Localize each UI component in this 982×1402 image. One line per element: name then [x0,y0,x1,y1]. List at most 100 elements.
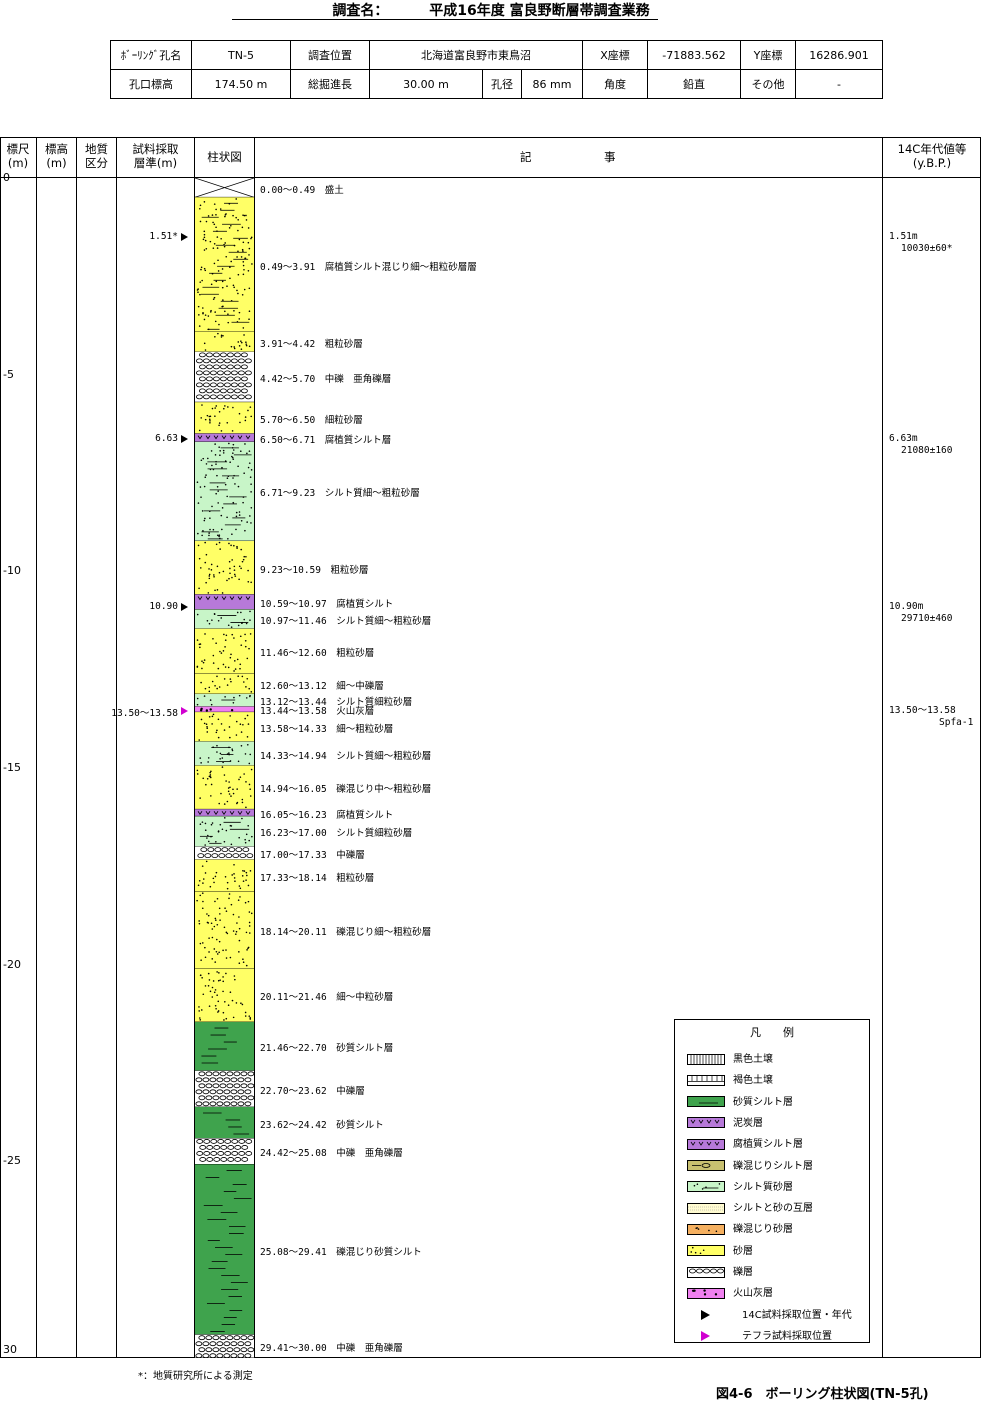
column-layer [195,694,254,707]
layer-description: 12.60～13.12 細～中礫層 [260,680,384,692]
legend-swatch-icon [687,1202,725,1214]
column-layer [195,1070,254,1108]
info-cell: 北海道富良野市東鳥沼 [369,40,583,70]
column-layer [195,816,254,848]
column-layer [195,712,254,742]
legend-label: 火山灰層 [733,1288,773,1300]
layer-description: 18.14～20.11 礫混じり細～粗粒砂層 [260,927,432,939]
info-cell: - [795,69,883,99]
column-divider [116,137,117,1358]
column-layer [195,441,254,542]
info-cell: 86 mm [521,69,583,99]
info-cell: X座標 [582,40,648,70]
title-underline [232,19,658,20]
column-layer [195,846,254,860]
legend-swatch-icon [687,1138,725,1150]
info-cell: その他 [740,69,796,99]
sample-depth-label: 13.50～13.58 [111,707,178,719]
depth-tick-label: -20 [3,957,21,971]
layer-description: 11.46～12.60 粗粒砂層 [260,648,375,660]
info-cell: 孔径 [482,69,522,99]
layer-description: 14.33～14.94 シルト質細～粗粒砂層 [260,750,432,762]
age-depth: 13.50～13.58 [889,704,956,716]
legend-item: 黒色土壌 [687,1050,773,1065]
legend-label: 礫層 [733,1267,753,1278]
sample-depth-label: 1.51* [149,231,178,243]
legend-label: 礫混じり砂層 [733,1224,793,1236]
depth-tick-label: -25 [3,1154,21,1168]
column-layer [195,594,254,610]
layer-description: 17.33～18.14 粗粒砂層 [260,872,375,884]
column-layer [195,809,254,817]
layer-description: 17.00～17.33 中礫層 [260,850,365,862]
info-cell: -71883.562 [647,40,741,70]
legend-item: 砂質シルト層 [687,1093,793,1108]
header-age: 14C年代値等 (y.B.P.) [897,142,967,170]
age-value: 21080±160 [901,444,953,456]
column-divider [76,137,77,1358]
column-layer [195,1022,254,1072]
legend-swatch-icon [687,1074,725,1086]
layer-description: 16.23～17.00 シルト質細粒砂層 [260,828,413,840]
legend-label: 14C試料採取位置・年代 [742,1309,852,1321]
column-layer [195,859,254,892]
depth-tick-label: -10 [3,564,21,578]
c14-marker-icon [181,233,188,242]
legend-item: 褐色土壌 [687,1071,773,1086]
layer-description: 14.94～16.05 礫混じり中～粗粒砂層 [260,784,432,796]
legend-label: 褐色土壌 [733,1075,773,1087]
legend-item: 礫混じりシルト層 [687,1157,813,1172]
column-layer [195,741,254,766]
column-layer [195,891,254,970]
column-layer [195,673,254,695]
column-layer [195,1106,254,1139]
sample-depth-label: 10.90 [149,600,178,612]
legend-label: 腐植質シルト層 [733,1139,803,1151]
depth-tick-label: -5 [3,367,14,381]
legend-item: 砂層 [687,1242,753,1257]
age-value: 10030±60* [901,243,953,255]
legend-item: 腐植質シルト層 [687,1135,803,1150]
legend-label: 砂質シルト層 [733,1096,793,1108]
layer-description: 13.44～13.58 火山灰層 [260,706,375,718]
layer-description: 0.00～0.49 盛土 [260,184,344,196]
legend-swatch-icon [687,1117,725,1129]
column-layer [195,968,254,1023]
legend-swatch-icon [687,1053,725,1065]
layer-description: 13.12～13.44 シルト質細粒砂層 [260,697,413,709]
age-depth: 1.51m [889,231,918,243]
column-layer [195,706,254,713]
header-desc-b: 事 [604,150,616,164]
figure-caption: 図4-6 ボーリング柱状図(TN-5孔) [716,1387,929,1402]
legend-label: シルトと砂の互層 [733,1203,813,1215]
column-layer [195,628,254,674]
info-row-1: ﾎﾞｰﾘﾝｸﾞ孔名 TN-5 調査位置 北海道富良野市東鳥沼 X座標 -7188… [110,40,883,70]
legend-label: シルト質砂層 [733,1181,793,1193]
sample-depth-label: 6.63 [155,432,178,444]
layer-description: 3.91～4.42 粗粒砂層 [260,338,363,350]
header-elevation: 標高 (m) [45,142,68,170]
layer-description: 23.62～24.42 砂質シルト [260,1119,384,1131]
layer-description: 5.70～6.50 細粒砂層 [260,414,363,426]
info-cell: ﾎﾞｰﾘﾝｸﾞ孔名 [110,40,192,70]
column-layer [195,178,254,198]
info-cell: 総掘進長 [290,69,370,99]
info-cell: 角度 [582,69,648,99]
age-depth: 10.90m [889,600,924,612]
layer-description: 20.11～21.46 細～中粒砂層 [260,992,394,1004]
tephra-marker-icon [701,1330,710,1341]
legend-label: 砂層 [733,1245,753,1257]
legend-swatch-icon [687,1287,725,1299]
column-layer [195,609,254,630]
layer-description: 22.70～23.62 中礫層 [260,1085,365,1097]
column-layer [195,351,254,403]
layer-description: 21.46～22.70 砂質シルト層 [260,1043,394,1055]
age-value: 29710±460 [901,612,953,624]
layer-description: 4.42～5.70 中礫 亜角礫層 [260,374,392,385]
header-geology: 地質 区分 [85,142,108,170]
legend-item: 火山灰層 [687,1284,773,1299]
layer-description: 25.08～29.41 礫混じり砂質シルト [260,1246,422,1258]
layer-description: 24.42～25.08 中礫 亜角礫層 [260,1148,403,1160]
age-value: Spfa-1 [939,716,974,728]
